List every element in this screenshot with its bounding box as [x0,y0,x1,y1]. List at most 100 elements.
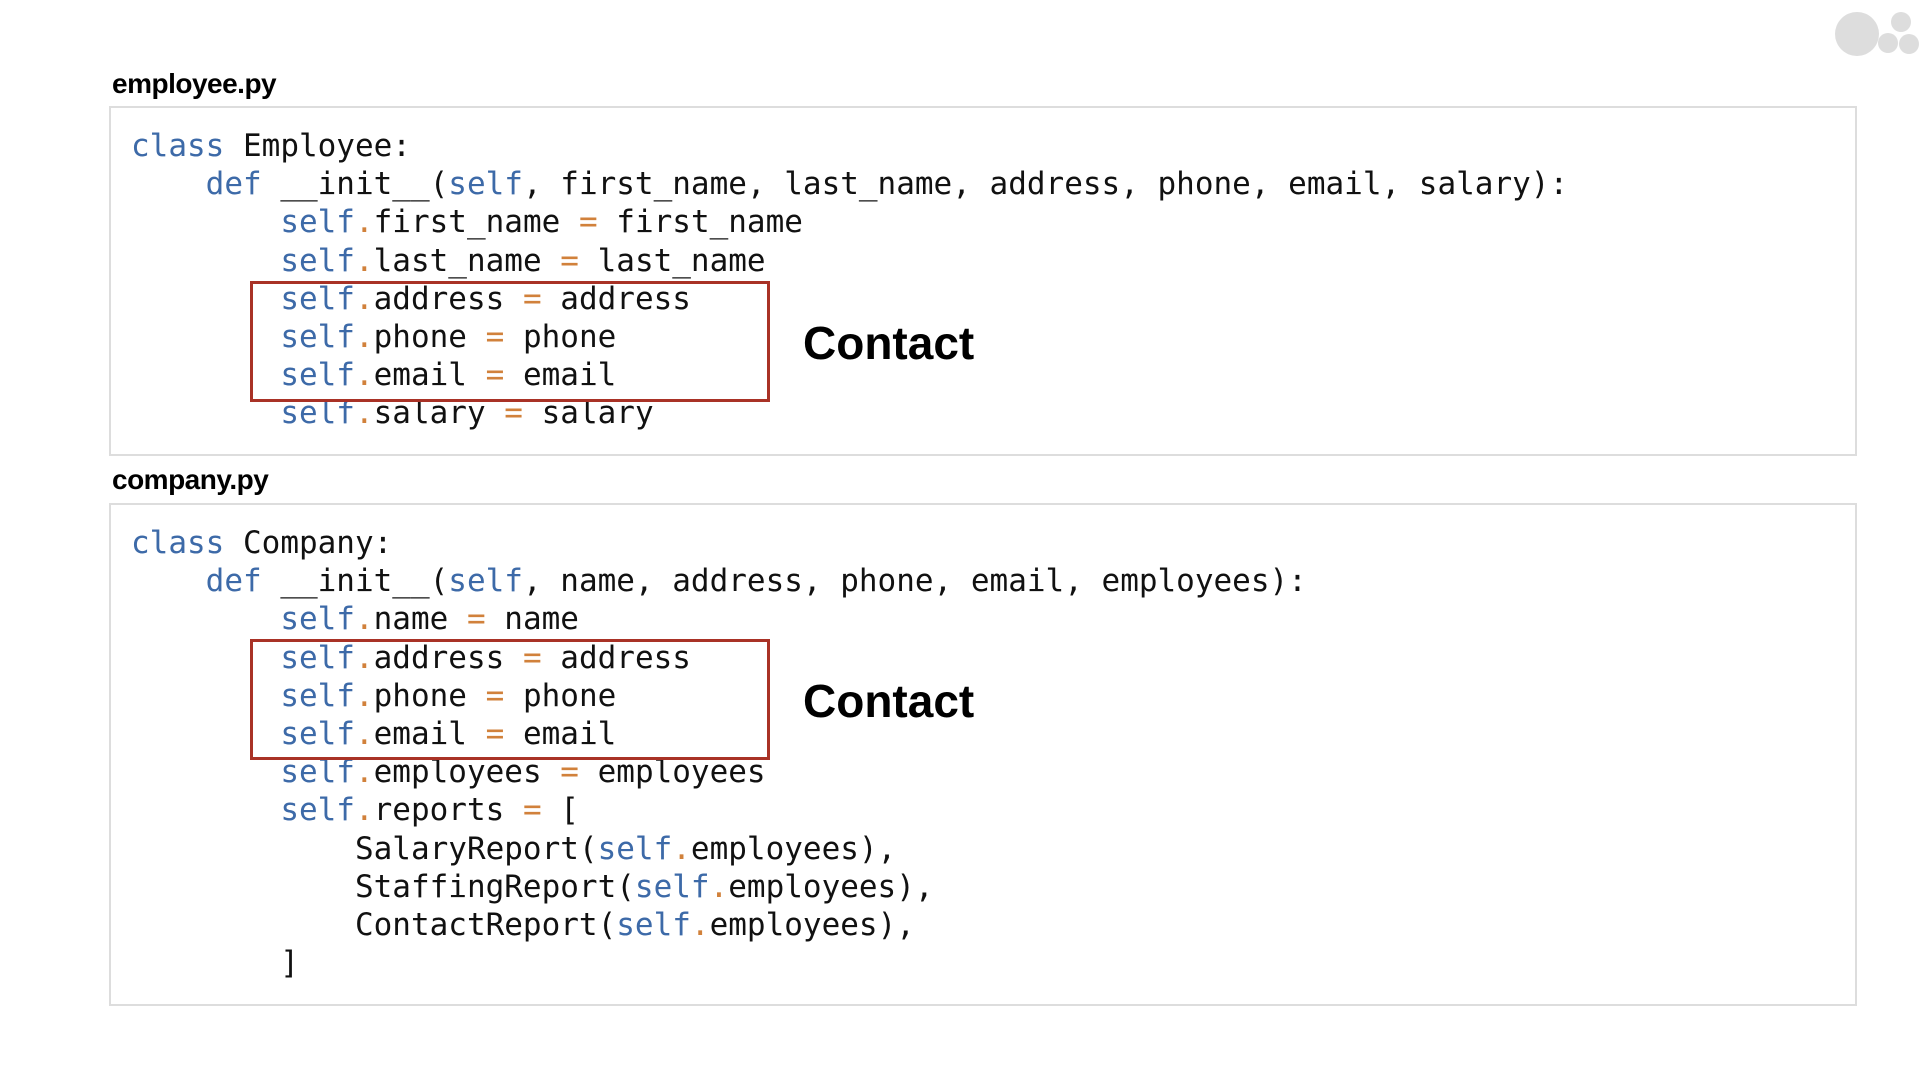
code-text [131,166,206,202]
code-text: employees), [690,830,897,867]
code-line: self.address = address [131,639,1307,677]
code-text [131,563,206,599]
code-operator: = [466,601,486,638]
code-operator: . [354,715,374,752]
code-text: phone [373,318,486,355]
code-operator: . [354,754,374,791]
code-operator: . [354,204,374,241]
code-operator: = [485,318,505,355]
code-text: last_name [578,242,766,279]
code-operator: . [354,395,374,432]
code-operator: = [485,677,505,714]
code-line: class Company: [131,524,1307,562]
code-text: email [504,357,617,394]
code-keyword: self [634,868,710,905]
code-keyword: self [616,906,691,943]
code-text: phone [373,677,486,714]
code-keyword: self [448,166,523,203]
code-text: reports [373,792,523,829]
code-line: def __init__(self, name, address, phone,… [131,562,1307,600]
code-text: address [541,280,691,317]
file-title-company: company.py [112,464,269,495]
code-operator: = [522,639,542,676]
code-text: first_name [597,204,803,241]
code-operator: = [560,754,579,791]
code-text: last_name [373,242,561,279]
code-text: __init__( [261,563,449,600]
code-text: address [373,639,523,676]
code-operator: . [709,868,729,905]
code-text: employees), [709,906,915,943]
code-block-employee: class Employee: def __init__(self, first… [109,106,1857,456]
code-operator: . [354,357,374,394]
file-title-employee: employee.py [112,68,277,99]
code-operator: . [354,601,374,638]
code-keyword: class [131,525,225,561]
code-keyword: self [280,242,355,279]
code-operator: = [485,357,505,394]
code-operator: . [354,639,374,676]
code-text: ] [131,945,299,982]
code-keyword: class [131,128,225,164]
code-text: email [373,715,486,752]
code-content: class Company: def __init__(self, name, … [131,524,1307,982]
code-line: StaffingReport(self.employees), [131,868,1307,906]
code-line: self.phone = phone [131,318,1568,356]
code-text: employees), [728,868,934,905]
code-keyword: self [280,715,355,752]
code-keyword: self [448,563,523,600]
code-text [131,792,280,828]
code-operator: = [504,395,523,432]
code-line: self.email = email [131,715,1307,753]
code-text: , first_name, last_name, address, phone,… [522,166,1569,203]
code-operator: . [354,280,374,317]
code-operator: . [354,242,374,279]
code-keyword: def [205,166,262,203]
code-operator: = [522,280,542,317]
code-line: SalaryReport(self.employees), [131,830,1307,868]
code-line: self.phone = phone [131,677,1307,715]
code-text: employees [578,754,766,791]
code-block-company: class Company: def __init__(self, name, … [109,503,1857,1006]
code-text: email [504,715,617,752]
code-line: class Employee: [131,127,1568,165]
code-text [131,243,280,279]
code-line: self.address = address [131,280,1568,318]
code-line: self.name = name [131,600,1307,638]
code-text: first_name [373,204,579,241]
code-text: address [541,639,691,676]
code-keyword: def [205,563,262,600]
code-operator: = [485,715,505,752]
code-operator: = [560,242,579,279]
code-line: self.email = email [131,356,1568,394]
code-text: employees [373,754,561,791]
code-keyword: self [280,357,355,394]
code-keyword: self [280,280,355,317]
code-text: [ [541,792,579,829]
code-text: Employee: [224,128,411,164]
code-line: self.employees = employees [131,753,1307,791]
code-operator: . [354,318,374,355]
code-text: name [485,601,579,638]
contact-label: Contact [803,675,975,727]
code-line: ] [131,944,1307,982]
code-operator: . [354,677,374,714]
code-text [131,204,280,240]
code-operator: = [578,204,598,241]
contact-highlight-box [250,639,770,760]
code-keyword: self [280,318,355,355]
code-text [131,601,280,637]
code-text: phone [504,318,617,355]
code-text: Company: [224,525,393,561]
code-keyword: self [280,677,355,714]
code-text: ContactReport( [131,906,617,943]
code-line: def __init__(self, first_name, last_name… [131,165,1568,203]
code-text: __init__( [261,166,449,203]
code-text: , name, address, phone, email, employees… [522,563,1307,600]
code-text: SalaryReport( [131,830,598,867]
code-line: ContactReport(self.employees), [131,906,1307,944]
code-line: self.last_name = last_name [131,242,1568,280]
code-operator: = [522,792,542,829]
code-keyword: self [280,639,355,676]
